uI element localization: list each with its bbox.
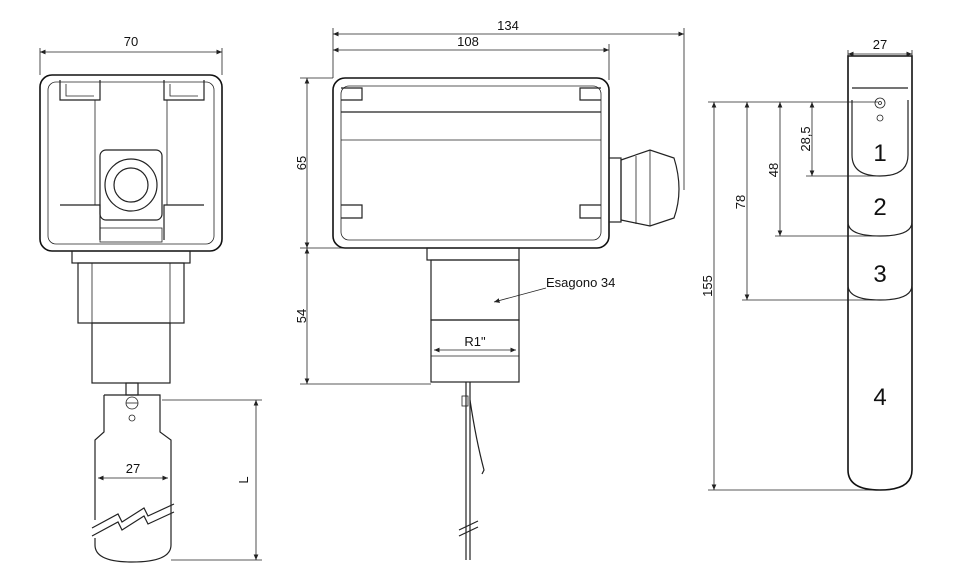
front-paddle: [91, 394, 175, 563]
overall-length-dimension: 134: [332, 18, 685, 190]
svg-text:48: 48: [766, 163, 781, 177]
svg-text:70: 70: [124, 34, 138, 49]
segment-label-4: 4: [873, 384, 886, 411]
svg-text:27: 27: [873, 37, 887, 52]
thread-dimension: R1": [434, 334, 516, 353]
dimension-155: 155: [700, 102, 880, 491]
svg-text:78: 78: [733, 195, 748, 209]
front-length-dimension: L: [162, 399, 262, 561]
box-height-dimension: 65: [294, 77, 427, 249]
svg-text:Esagono 34: Esagono 34: [546, 275, 615, 290]
side-paddle: [458, 382, 485, 560]
side-thread: [430, 319, 520, 383]
svg-text:54: 54: [294, 309, 309, 323]
svg-text:108: 108: [457, 34, 479, 49]
svg-text:28,5: 28,5: [798, 126, 813, 151]
front-view: 70 27 L: [39, 34, 262, 563]
front-cable-gland: [99, 149, 163, 221]
svg-text:27: 27: [126, 461, 140, 476]
dimension-28-5: 28,5: [798, 102, 880, 177]
front-hex-fitting: [71, 250, 191, 264]
side-cable-gland: [608, 149, 680, 227]
dimension-78: 78: [733, 102, 880, 301]
svg-text:R1": R1": [464, 334, 486, 349]
segment-label-3: 3: [873, 261, 886, 288]
svg-text:155: 155: [700, 275, 715, 297]
paddle-outline: [847, 55, 913, 491]
svg-text:65: 65: [294, 156, 309, 170]
paddle-width-dimension: 27: [847, 37, 913, 60]
box-length-dimension: 108: [333, 34, 610, 80]
hexagon-callout: Esagono 34: [493, 275, 615, 303]
svg-text:L: L: [236, 476, 251, 483]
svg-text:134: 134: [497, 18, 519, 33]
fitting-height-dimension: 54: [294, 248, 431, 385]
front-width-dimension: 70: [39, 34, 223, 75]
side-hex-fitting: [426, 247, 520, 261]
segment-label-2: 2: [873, 194, 886, 221]
side-view: Esagono 34 R1" 134 108 65: [294, 18, 685, 560]
dimension-48: 48: [766, 102, 880, 237]
front-housing: [39, 74, 223, 252]
side-housing: [332, 77, 610, 249]
front-thread: [91, 322, 171, 384]
paddle-view: 1 2 3 4 27 28,5 48 78: [700, 37, 913, 491]
segment-label-1: 1: [873, 140, 886, 167]
front-paddle-width-dimension: 27: [98, 461, 168, 481]
